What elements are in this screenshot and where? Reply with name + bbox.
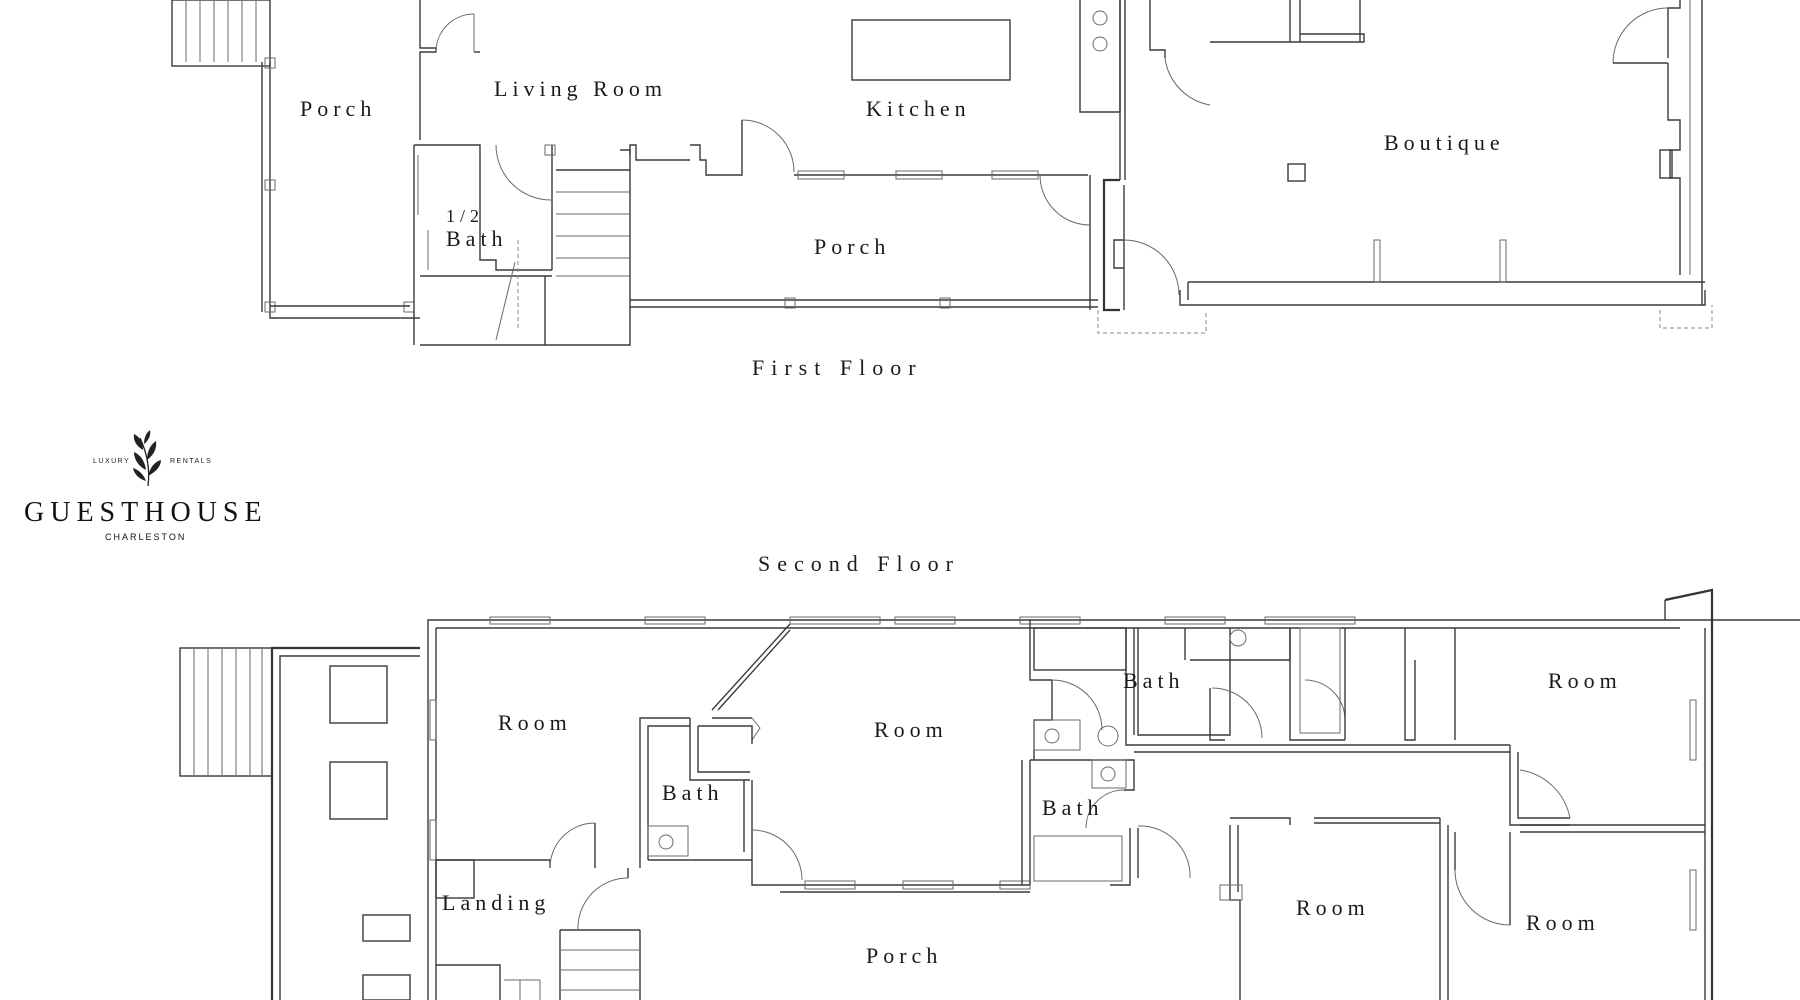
guesthouse-logo: LUXURY RENTALS GUESTHOUSE CHARLESTON bbox=[24, 430, 268, 542]
room-label-boutique: Boutique bbox=[1384, 130, 1505, 155]
room-label-bath-west: Bath bbox=[662, 780, 724, 805]
room-label-porch-left: Porch bbox=[300, 96, 376, 121]
room-label-room-southeast: Room bbox=[1526, 910, 1600, 935]
room-label-half-bath: Bath bbox=[446, 226, 508, 251]
first-floor-walls bbox=[413, 0, 1713, 346]
room-label-kitchen: Kitchen bbox=[866, 96, 971, 121]
olive-branch-icon bbox=[133, 430, 161, 487]
room-label-landing: Landing bbox=[442, 890, 550, 915]
logo-tagline-left: LUXURY bbox=[93, 458, 130, 465]
room-label-half-bath-fraction: 1/2 bbox=[446, 206, 484, 226]
logo-wordmark: GUESTHOUSE bbox=[24, 497, 268, 528]
exterior-stair-second bbox=[179, 647, 273, 777]
boutique-column bbox=[1287, 163, 1306, 182]
room-label-porch-center: Porch bbox=[814, 234, 890, 259]
floor-title-second: Second Floor bbox=[758, 551, 960, 576]
room-label-bath-north: Bath bbox=[1123, 668, 1185, 693]
exterior-stair-first bbox=[171, 0, 271, 67]
floor-title-first: First Floor bbox=[752, 355, 923, 380]
second-floor-plan: Second Floor bbox=[179, 551, 1800, 1000]
room-label-room-center: Room bbox=[874, 717, 948, 742]
second-floor-walls bbox=[427, 588, 1800, 1000]
kitchen-island bbox=[851, 19, 1011, 81]
logo-city: CHARLESTON bbox=[105, 532, 186, 542]
west-balcony bbox=[270, 646, 420, 1000]
room-label-room-south: Room bbox=[1296, 895, 1370, 920]
room-label-bath-south: Bath bbox=[1042, 795, 1104, 820]
room-label-room-west: Room bbox=[498, 710, 572, 735]
first-floor-plan: Porch Living Room Kitchen Boutique 1/2 B… bbox=[171, 0, 1713, 380]
logo-tagline-right: RENTALS bbox=[170, 458, 212, 465]
room-label-living-room: Living Room bbox=[494, 76, 667, 101]
room-label-room-northeast: Room bbox=[1548, 668, 1622, 693]
room-label-porch-second: Porch bbox=[866, 943, 942, 968]
